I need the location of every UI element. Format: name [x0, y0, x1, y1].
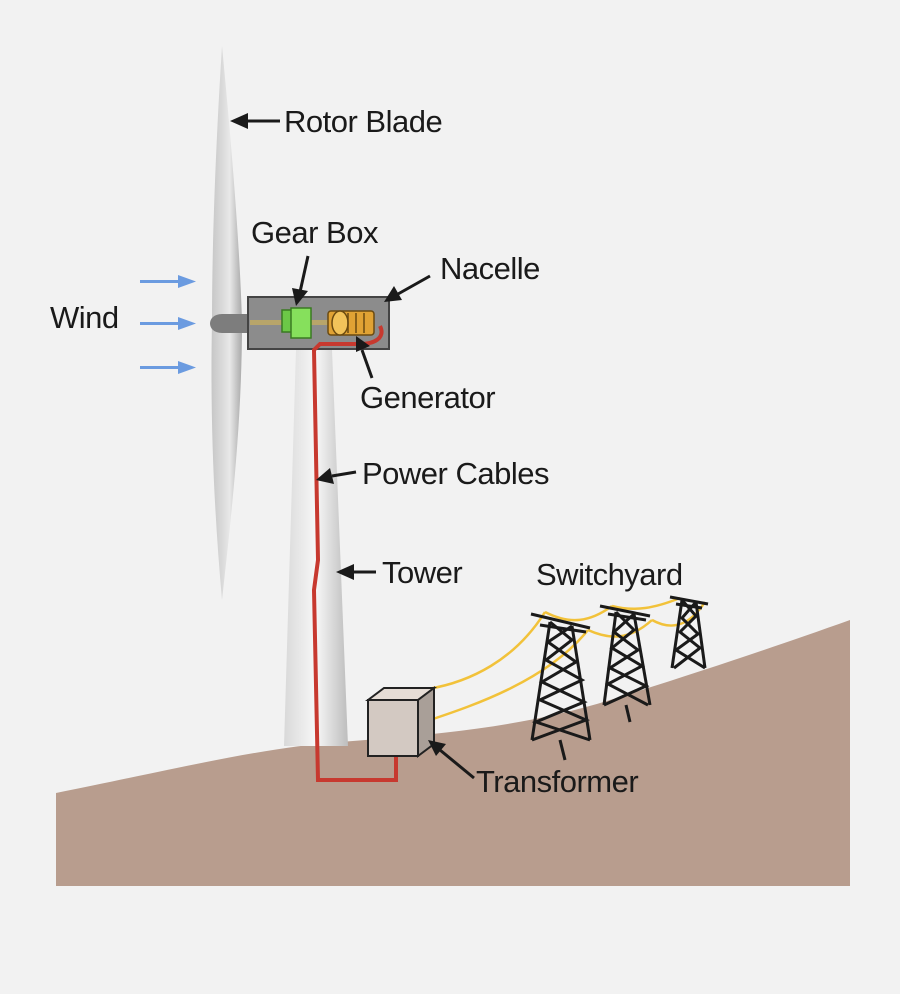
label-transformer: Transformer	[476, 764, 638, 799]
label-tower: Tower	[382, 555, 462, 590]
leader-arrows	[230, 113, 475, 780]
wind-arrows	[140, 275, 196, 374]
gear-box-component	[281, 307, 312, 339]
label-switchyard: Switchyard	[536, 557, 683, 592]
pylon-1	[530, 612, 592, 761]
label-wind: Wind	[50, 300, 119, 335]
pylon-3	[669, 595, 709, 670]
label-nacelle: Nacelle	[440, 251, 540, 286]
ground-hill	[56, 620, 850, 886]
generator-component	[327, 310, 375, 336]
transformer-box	[365, 686, 437, 758]
label-power-cables: Power Cables	[362, 456, 549, 491]
label-rotor-blade: Rotor Blade	[284, 104, 442, 139]
label-gear-box: Gear Box	[251, 215, 379, 250]
pylon-2	[599, 604, 652, 723]
rotor-hub	[210, 314, 250, 333]
label-generator: Generator	[360, 380, 495, 415]
